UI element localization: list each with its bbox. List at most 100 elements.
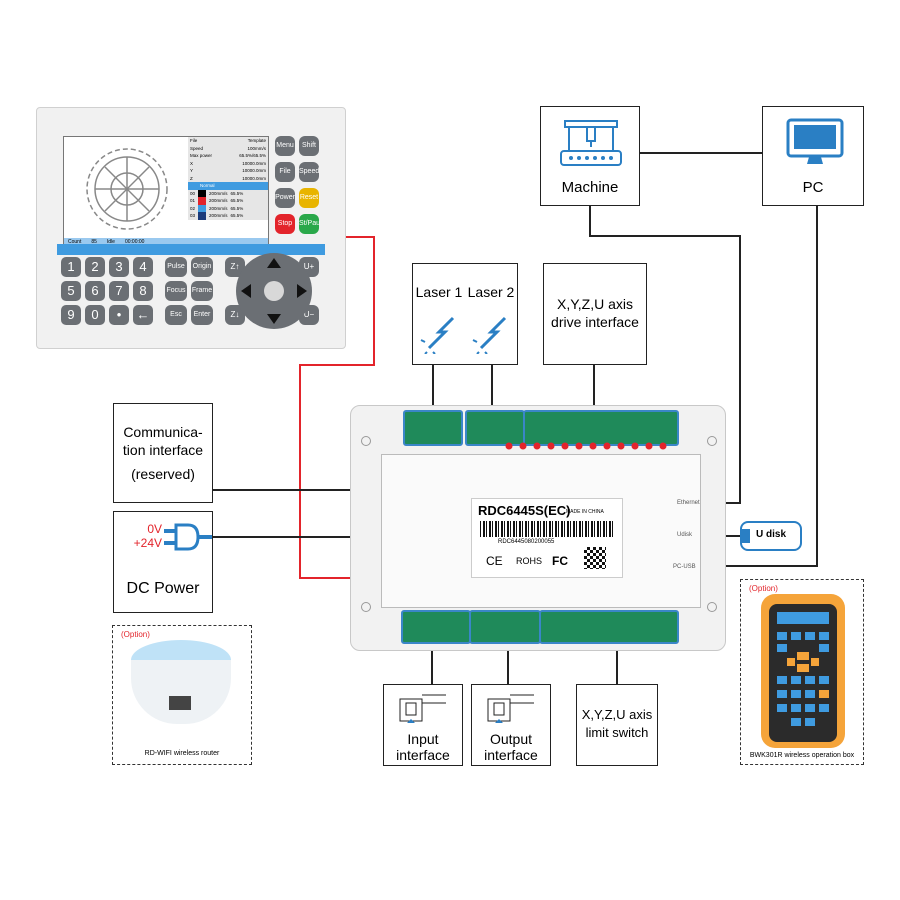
focus-key[interactable]: Focus [165, 281, 187, 301]
relay-icon [487, 694, 534, 723]
remote-keypad [777, 632, 829, 726]
stop-key[interactable]: Stop [275, 214, 295, 234]
arrow-right-icon[interactable] [297, 284, 307, 298]
input-interface-box: Input interface [383, 684, 463, 766]
remote-option: (Option) BWK301R wireless operation box [740, 579, 864, 765]
status-leds [505, 442, 667, 450]
comm-label-line1: Communica- [123, 424, 203, 440]
key-6[interactable]: 6 [85, 281, 105, 301]
pc-monitor-icon [786, 118, 844, 164]
shift-key[interactable]: Shift [299, 136, 319, 156]
key-5[interactable]: 5 [61, 281, 81, 301]
arrow-up-icon[interactable] [267, 258, 281, 268]
power-0v-label: 0V [147, 522, 162, 536]
arrow-left-icon[interactable] [241, 284, 251, 298]
key-3[interactable]: 3 [109, 257, 129, 277]
panel-blue-strip [57, 244, 325, 255]
laser1-connector [403, 410, 463, 446]
limit-label-line2: limit switch [585, 725, 649, 740]
input-connector [401, 610, 471, 644]
reset-key[interactable]: Reset [299, 188, 319, 208]
key-1[interactable]: 1 [61, 257, 81, 277]
frame-key[interactable]: Frame [191, 281, 213, 301]
limit-switch-box: X,Y,Z,U axis limit switch [576, 684, 658, 766]
pc-label: PC [802, 179, 824, 196]
esc-key[interactable]: Esc [165, 305, 187, 325]
dc-power-box: 0V +24V DC Power [113, 511, 213, 613]
remote-face [769, 604, 837, 742]
power-key[interactable]: Power [275, 188, 295, 208]
remote-screen [777, 612, 829, 624]
mount-hole [361, 602, 371, 612]
laser2-label: Laser 2 [467, 284, 515, 300]
machine-label: Machine [561, 179, 619, 196]
key-7[interactable]: 7 [109, 281, 129, 301]
comm-label-line3: (reserved) [131, 466, 195, 482]
limit-label-line1: X,Y,Z,U axis [581, 707, 653, 722]
udisk-plug [740, 529, 750, 543]
wifi-router-image [131, 640, 231, 736]
output-connector [469, 610, 541, 644]
relay-icon [399, 694, 446, 723]
drive-label-line1: X,Y,Z,U axis [557, 296, 633, 312]
machine-cable [589, 206, 741, 504]
key-8[interactable]: 8 [133, 281, 153, 301]
menu-key[interactable]: Menu [275, 136, 295, 156]
z-down-key[interactable]: Z↓ [225, 305, 245, 325]
laser-box: Laser 1 Laser 2 [412, 263, 518, 365]
udisk-label: U disk [756, 529, 787, 540]
board-made-in: MADE IN CHINA [566, 509, 604, 515]
udisk-icon: U disk [740, 521, 802, 551]
comm-label-line2: tion interface [122, 442, 204, 458]
enter-key[interactable]: Enter [191, 305, 213, 325]
origin-key[interactable]: Origin [191, 257, 213, 277]
power-plug-icon [164, 523, 212, 551]
cnc-machine-icon [560, 120, 622, 166]
drive-connector [523, 410, 679, 446]
output-interface-box: Output interface [471, 684, 551, 766]
key-4[interactable]: 4 [133, 257, 153, 277]
speed-key[interactable]: Speed [299, 162, 319, 182]
z-up-key[interactable]: Z↑ [225, 257, 245, 277]
key-9[interactable]: 9 [61, 305, 81, 325]
dc-power-title: DC Power [126, 580, 200, 597]
laser1-beam-icon [420, 316, 455, 354]
gear-preview-icon [86, 148, 168, 230]
pc-box: PC [762, 106, 864, 206]
direction-pad[interactable] [233, 248, 315, 334]
wifi-caption: RD-WIFI wireless router [144, 750, 220, 757]
board-label-plate: RDC6445S(EC) MADE IN CHINA RDC6445080200… [471, 498, 623, 578]
ce-mark: CE [486, 554, 503, 568]
start-pause-key[interactable]: St/Pau [299, 214, 320, 234]
input-label-line1: Input [407, 731, 439, 747]
router-body [131, 660, 231, 724]
mount-hole [707, 436, 717, 446]
router-port [169, 696, 191, 710]
layer-header: Normal [188, 182, 268, 190]
pulse-key[interactable]: Pulse [165, 257, 187, 277]
remote-option-tag: (Option) [749, 584, 778, 593]
key-2[interactable]: 2 [85, 257, 105, 277]
rohs-mark: ROHS [516, 556, 543, 566]
remote-device [761, 594, 845, 748]
key-0[interactable]: 0 [85, 305, 105, 325]
arrow-down-icon[interactable] [267, 314, 281, 324]
remote-caption: BWK301R wireless operation box [749, 752, 855, 759]
panel-cable [299, 236, 380, 579]
pc-cable [700, 206, 818, 567]
key-dot[interactable]: • [109, 305, 129, 325]
key-backspace[interactable]: ← [133, 305, 153, 325]
comm-interface-box: Communica- tion interface (reserved) [113, 403, 213, 503]
ethernet-port-label: Ethernet [677, 500, 700, 506]
file-key[interactable]: File [275, 162, 295, 182]
